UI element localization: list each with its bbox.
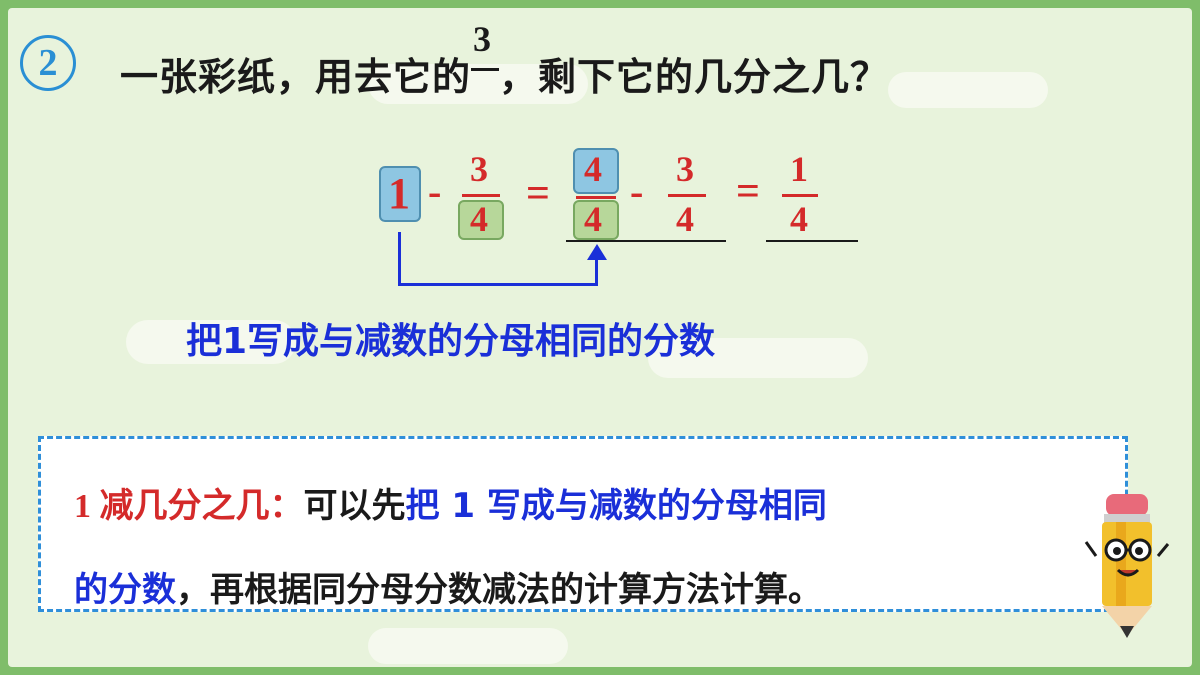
frac1-bar — [462, 194, 500, 197]
answer-underline-1 — [566, 240, 726, 242]
frac2-numerator: 4 — [584, 149, 602, 189]
summary-part-3: 的分数 — [74, 570, 176, 610]
summary-line-1: 1 减几分之几：可以先把 1 写成与减数的分母相同 — [74, 478, 827, 527]
frac3-bar — [668, 194, 706, 197]
frac2-numerator-box — [573, 148, 619, 194]
result-bar — [782, 194, 818, 197]
pencil-mascot-icon — [1084, 494, 1170, 638]
summary-heading: 1 减几分之几： — [74, 488, 304, 525]
method-note: 把1写成与减数的分母相同的分数 — [186, 321, 716, 362]
question-text-after: ，剩下它的几分之几？ — [499, 55, 890, 99]
frac3-denominator: 4 — [676, 199, 694, 239]
question-fraction: 34 — [471, 19, 500, 86]
question-text-before: 一张彩纸，用去它的 — [120, 55, 472, 99]
minus-sign-2: - — [630, 169, 644, 214]
frac2-denominator: 4 — [584, 199, 602, 239]
result-numerator: 1 — [790, 149, 808, 189]
cloud-decoration — [126, 320, 296, 364]
question-number: 2 — [20, 35, 76, 91]
summary-part-1: 可以先 — [303, 486, 406, 526]
summary-line-2: 的分数，再根据同分母分数减法的计算方法计算。 — [74, 562, 822, 611]
frac3-numerator: 3 — [676, 149, 694, 189]
question-frac-numerator: 3 — [473, 19, 493, 59]
arrow-stem-right — [595, 256, 598, 286]
cloud-decoration — [888, 72, 1048, 108]
arrow-stem-left — [398, 232, 401, 286]
question-text: 一张彩纸，用去它的34，剩下它的几分之几？ — [120, 19, 890, 101]
frac2-bar — [576, 196, 616, 199]
arrow-head-icon — [587, 244, 607, 260]
frac1-numerator: 3 — [470, 149, 488, 189]
minus-sign-1: - — [428, 169, 442, 214]
one-highlight-box — [379, 166, 421, 222]
frac1-denominator: 4 — [470, 199, 488, 239]
equals-sign-2: = — [736, 169, 760, 215]
equals-sign-1: = — [526, 171, 550, 217]
summary-box — [38, 436, 1128, 612]
question-frac-bar — [471, 68, 500, 71]
answer-underline-2 — [766, 240, 858, 242]
frac2-denominator-box — [573, 200, 619, 240]
cloud-decoration — [648, 338, 868, 378]
arrow-base — [398, 283, 598, 286]
summary-part-2: 把 1 写成与减数的分母相同 — [405, 486, 827, 526]
summary-part-4: ，再根据同分母分数减法的计算方法计算。 — [176, 570, 822, 610]
frac1-denominator-box — [458, 200, 504, 240]
minuend-one: 1 — [388, 169, 410, 218]
cloud-decoration — [368, 628, 568, 664]
result-denominator: 4 — [790, 199, 808, 239]
